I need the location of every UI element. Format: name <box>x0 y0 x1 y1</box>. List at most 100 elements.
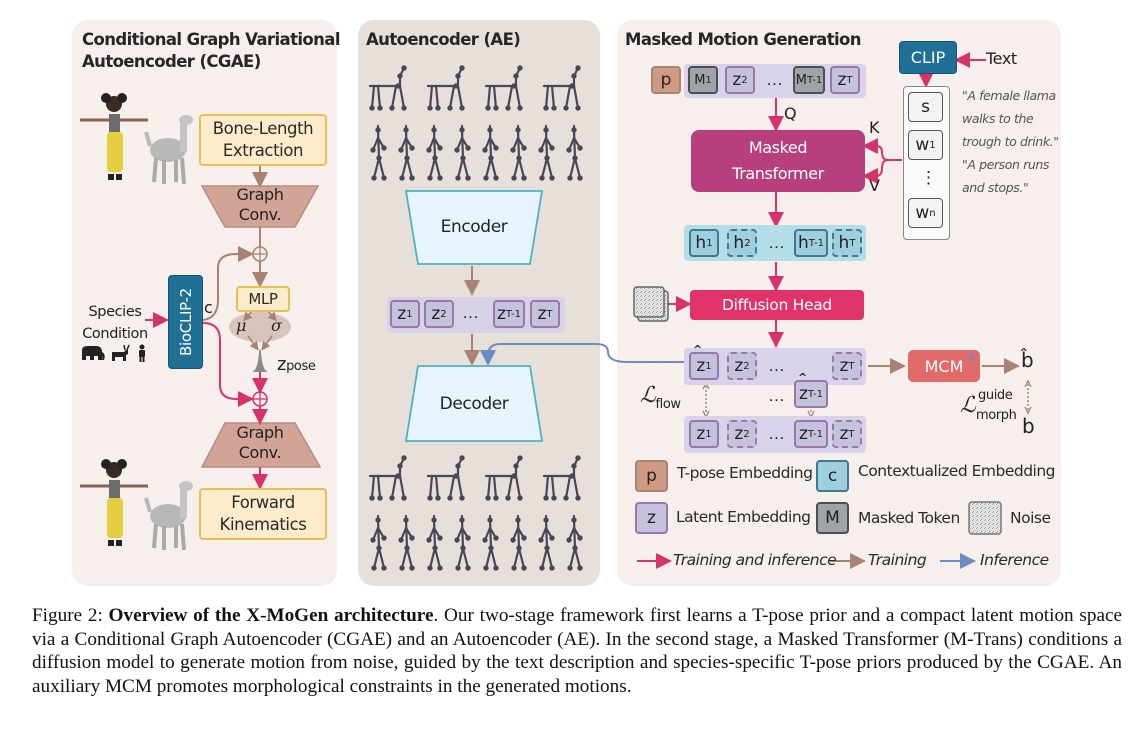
legend-noise-label: Noise <box>1010 509 1051 527</box>
species-condition-label: Species Condition <box>80 301 150 345</box>
pred-token-z1: z1 <box>689 343 719 380</box>
b-label: b <box>1022 414 1035 438</box>
text-prompt-examples: "A female llama walks to the trough to d… <box>962 84 1059 199</box>
biped-skeleton-frame <box>454 124 471 181</box>
biped-skeleton-frame <box>370 514 387 571</box>
graph-conv-encoder-shape <box>200 185 320 228</box>
pred-ellipsis: … <box>768 356 786 375</box>
encoder-label: Encoder <box>440 217 508 237</box>
k-label: K <box>869 118 880 137</box>
gaussian-shape <box>252 349 268 372</box>
legend-latent-label: Latent Embedding <box>676 508 811 526</box>
morph-loss-sub: morph <box>976 408 1017 423</box>
legend-masked-swatch: M <box>816 502 849 534</box>
quadruped-skeleton-frame <box>368 455 407 501</box>
quote-line-2: walks to the <box>962 111 1034 126</box>
frozen-snowflake-icon: ❄ <box>966 351 976 364</box>
quadruped-skeleton-frame <box>426 65 465 111</box>
caption-body: . Our two-stage framework first learns a… <box>32 605 1123 697</box>
bone-length-line1: Bone-Length <box>212 119 314 138</box>
graph-conv-encoder-label: Graph Conv. <box>228 185 292 225</box>
legend-tpose-label: T-pose Embedding <box>677 464 813 482</box>
diffusion-head-label: Diffusion Head <box>722 296 832 314</box>
input-ellipsis: … <box>766 70 784 89</box>
mcm-box: MCM ❄ <box>908 350 980 382</box>
mlp-box: MLP <box>236 286 290 312</box>
legend-masked-label: Masked Token <box>858 509 960 527</box>
mcm-label: MCM <box>924 356 964 376</box>
mlp-label: MLP <box>248 290 278 308</box>
hidden-ellipsis: … <box>768 233 786 252</box>
z-pose-base: z <box>277 354 287 375</box>
c-label: c <box>204 298 213 317</box>
elephant-icon <box>82 346 105 360</box>
forward-line2: Kinematics <box>219 515 307 534</box>
z-pose-sub: pose <box>286 359 316 374</box>
llama-character-icon <box>144 481 193 551</box>
legend-train-label: Training <box>868 551 927 569</box>
legend-tpose-swatch: p <box>635 460 668 492</box>
clip-box: CLIP <box>899 41 957 74</box>
biped-skeleton-frame <box>510 514 527 571</box>
graph-conv-line2: Conv. <box>238 205 282 224</box>
human-character-icon <box>80 459 148 546</box>
graph-conv-line1: Graph <box>236 185 284 204</box>
pred-token-zT-1: zT-1 <box>794 371 828 408</box>
tpose-characters-bottom <box>80 459 193 551</box>
sigma-label: σ <box>271 316 282 335</box>
tpose-characters-top <box>80 93 193 185</box>
quadruped-skeleton-frame <box>542 455 581 501</box>
morph-loss-symbol: ℒ <box>960 393 976 418</box>
z-pose-label: zpose <box>277 354 316 377</box>
text-token-s: s <box>908 92 943 122</box>
biped-skeleton-frame <box>538 124 555 181</box>
masked-transformer-line1: Masked <box>748 138 808 157</box>
b-hat-label: b̂ <box>1021 348 1034 372</box>
biped-skeleton-frame <box>426 124 443 181</box>
graph-conv-decoder-label: Graph Conv. <box>228 423 292 463</box>
biped-skeleton-frame <box>398 124 415 181</box>
ae-ellipsis: … <box>462 303 480 322</box>
masked-transformer-box: Masked Transformer <box>691 130 865 192</box>
quote-line-4: "A person runs <box>962 157 1049 172</box>
llama-character-icon <box>144 115 193 185</box>
biped-skeleton-frame <box>566 124 583 181</box>
caption-prefix: Figure 2: <box>32 605 109 626</box>
gt-ellipsis: … <box>768 424 786 443</box>
legend-noise-swatch <box>968 501 1002 535</box>
decoder-shape <box>404 365 544 442</box>
legend-context-swatch: c <box>816 460 849 492</box>
skeleton-motion-frames-top <box>368 65 583 181</box>
diagram-connectors <box>145 52 1032 569</box>
biped-skeleton-frame <box>454 514 471 571</box>
person-icon <box>139 344 145 362</box>
text-input-label: Text <box>986 49 1017 68</box>
graph-conv-dec-line1: Graph <box>236 423 284 442</box>
biped-skeleton-frame <box>398 514 415 571</box>
noise-image-front <box>633 286 665 318</box>
bioclip-label: BioCLIP-2 <box>176 288 195 356</box>
quadruped-skeleton-frame <box>484 455 523 501</box>
cgae-title: Conditional Graph Variational Autoencode… <box>82 29 340 73</box>
text-token-vertical-ellipsis: ⋮ <box>920 168 938 187</box>
legend-train-infer-label: Training and inference <box>673 551 837 569</box>
biped-skeleton-frame <box>510 124 527 181</box>
legend-infer-label: Inference <box>980 551 1049 569</box>
morph-loss-sup: guide <box>978 388 1013 403</box>
cgae-title-line1: Conditional Graph Variational <box>82 30 340 49</box>
bioclip-box: BioCLIP-2 <box>168 275 203 369</box>
q-label: Q <box>784 104 797 123</box>
human-character-icon <box>80 93 148 180</box>
encoder-shape <box>404 190 544 265</box>
forward-line1: Forward <box>231 493 295 512</box>
